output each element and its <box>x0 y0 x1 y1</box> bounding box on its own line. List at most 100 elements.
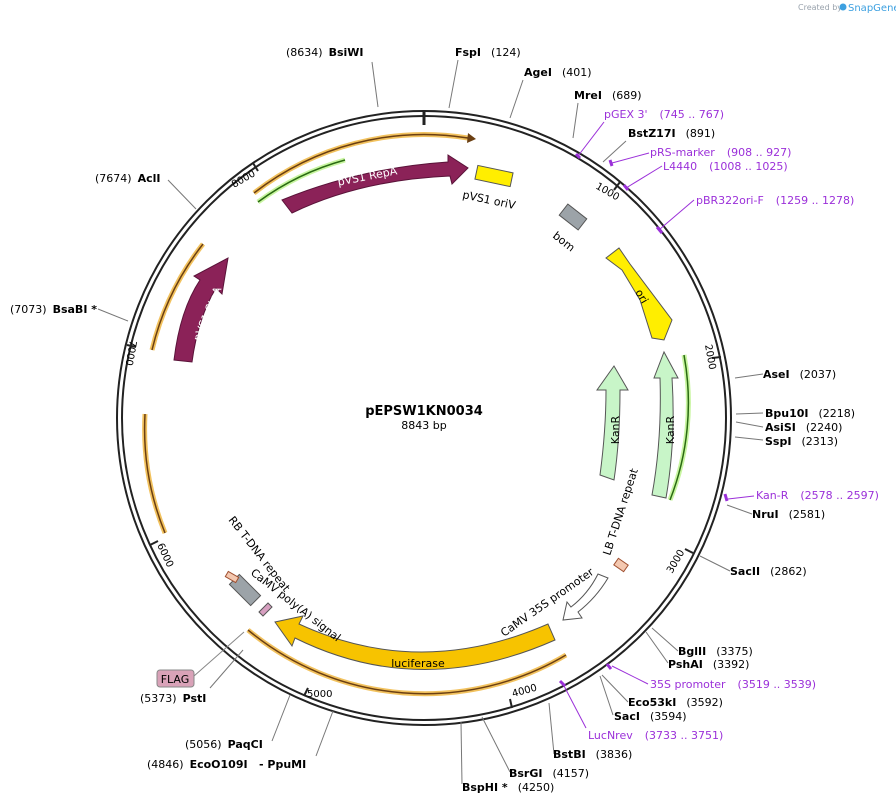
leader-bstbi <box>548 702 555 755</box>
flag-leader <box>193 631 245 677</box>
leader-prs <box>611 152 650 164</box>
site-bsabi[interactable]: (7073)BsaBI * <box>10 303 97 316</box>
tick-label-4000: 4000 <box>511 683 538 700</box>
site-pshai[interactable]: PshAI(3392) <box>668 658 749 671</box>
site-bglii[interactable]: BglII(3375) <box>678 645 753 658</box>
brand-name[interactable]: SnapGene <box>848 3 896 14</box>
orf-arc-repA-head <box>467 133 476 143</box>
mark-35s <box>605 663 613 670</box>
site-bpu10i[interactable]: Bpu10I(2218) <box>765 407 855 420</box>
feature-promoter[interactable] <box>562 573 609 621</box>
site-saci[interactable]: SacI(3594) <box>614 710 687 723</box>
leader-bsabi <box>97 308 129 322</box>
site-psti[interactable]: (5373)PstI <box>140 692 206 705</box>
tick-1000 <box>613 181 621 191</box>
orf-arc-kan <box>669 354 690 501</box>
leader-eco53ki <box>601 674 629 703</box>
mark-prs <box>608 159 614 167</box>
feature-kanR-2[interactable] <box>651 350 679 499</box>
leader-sspi <box>734 436 764 441</box>
leader-saci <box>599 675 614 716</box>
primer-pbr322[interactable]: pBR322ori-F(1259 .. 1278) <box>696 194 854 207</box>
site-bsrgi[interactable]: BsrGI(4157) <box>509 767 589 780</box>
site-bstbi[interactable]: BstBI(3836) <box>553 748 632 761</box>
site-asei[interactable]: AseI(2037) <box>763 368 836 381</box>
leader-lucnrev <box>562 683 587 729</box>
orf-arc-staA <box>151 243 204 351</box>
plasmid-length: 8843 bp <box>401 419 446 432</box>
feature-ori[interactable] <box>605 247 673 341</box>
feature-kanR-2-label: KanR <box>664 415 677 444</box>
site-mrei[interactable]: MreI(689) <box>574 89 642 102</box>
leader-bsphi <box>460 721 463 785</box>
site-bstz17i[interactable]: BstZ17I(891) <box>628 127 715 140</box>
snapgene-logo-icon <box>839 3 847 11</box>
leader-ecoo109i <box>315 710 334 757</box>
orf-arcs <box>142 132 691 697</box>
leader-kanr <box>727 495 755 500</box>
site-fspi[interactable]: FspI(124) <box>455 46 521 59</box>
leader-drui <box>726 504 753 515</box>
site-asisi[interactable]: AsiSI(2240) <box>765 421 842 434</box>
mark-pgex <box>574 152 582 160</box>
primer-lucnrev[interactable]: LucNrev(3733 .. 3751) <box>588 729 723 742</box>
feature-repA[interactable] <box>281 154 469 214</box>
site-agei[interactable]: AgeI(401) <box>524 66 592 79</box>
site-ecoo109i[interactable]: (4846)EcoO109I <box>147 758 248 771</box>
primer-prs[interactable]: pRS-marker(908 .. 927) <box>650 146 791 159</box>
leader-pgex <box>577 121 605 157</box>
feature-lb-repeat[interactable] <box>613 557 629 573</box>
leader-fspi <box>448 59 459 109</box>
leader-35s <box>611 665 649 685</box>
leader-pbr322 <box>659 199 695 230</box>
orf-arc-repA <box>253 133 469 194</box>
orf-arc-green-top <box>257 159 346 203</box>
primer-kanr[interactable]: Kan-R(2578 .. 2597) <box>756 489 879 502</box>
feature-luciferase[interactable] <box>274 615 556 670</box>
site-ppumi[interactable]: - PpuMI <box>259 758 306 771</box>
feature-kanR-1-label: KanR <box>609 415 622 444</box>
site-eco53ki[interactable]: Eco53kI(3592) <box>628 696 723 709</box>
leader-psti <box>209 649 244 689</box>
feature-rb-repeat[interactable] <box>224 570 240 584</box>
feature-polyA[interactable] <box>258 602 273 617</box>
mark-lucnrev <box>558 679 567 688</box>
leader-acli <box>167 179 197 210</box>
site-labels: (8634)BsiWI FspI(124) AgeI(401) MreI(689… <box>10 46 855 794</box>
primer-l4440[interactable]: L4440(1008 .. 1025) <box>663 160 788 173</box>
leader-bsrgi <box>481 716 511 773</box>
primer-pgex[interactable]: pGEX 3'(745 .. 767) <box>604 108 724 121</box>
primer-marks <box>558 121 755 729</box>
feature-bom[interactable] <box>558 203 588 231</box>
feature-flag[interactable] <box>156 669 195 688</box>
mark-l4440 <box>622 184 630 191</box>
leader-asisi <box>735 421 764 428</box>
orf-arc-left <box>143 413 166 534</box>
site-sspi[interactable]: SspI(2313) <box>765 435 838 448</box>
tick-label-7000: 7000 <box>123 339 138 366</box>
feature-kanR-1[interactable] <box>596 365 629 481</box>
leader-bpu10i <box>735 412 764 415</box>
feature-luciferase-label: luciferase <box>391 657 445 670</box>
feature-lb-label: LB T-DNA repeat <box>600 466 641 557</box>
tick-label-8000: 8000 <box>230 168 258 190</box>
primer-35s[interactable]: 35S promoter(3519 .. 3539) <box>650 678 816 691</box>
tick-label-5000: 5000 <box>307 689 332 700</box>
site-bsiwi[interactable]: (8634)BsiWI <box>286 46 364 59</box>
site-leaders <box>97 59 764 785</box>
leader-pshai <box>645 631 669 664</box>
leader-asei <box>734 373 764 379</box>
site-drui[interactable]: NruI(2581) <box>752 508 825 521</box>
tick-5000 <box>303 687 309 697</box>
mark-pbr322 <box>655 226 664 234</box>
tick-label-2000: 2000 <box>702 344 717 371</box>
leader-l4440 <box>625 165 663 189</box>
feature-staA[interactable] <box>173 257 229 363</box>
site-bsphi[interactable]: BspHI *(4250) <box>462 781 554 794</box>
feature-oriV[interactable] <box>474 164 514 188</box>
site-acli[interactable]: (7674)AclI <box>95 172 160 185</box>
site-sacii[interactable]: SacII(2862) <box>730 565 807 578</box>
site-paqci[interactable]: (5056)PaqCI <box>185 738 263 751</box>
tick-marks <box>126 162 722 709</box>
leader-paqci <box>271 694 291 742</box>
